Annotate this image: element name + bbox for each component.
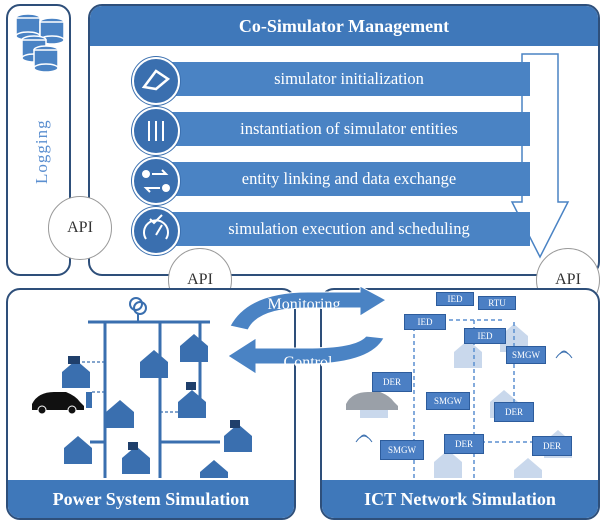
database-icon <box>15 13 65 73</box>
ict-device-der-4: DER <box>532 436 572 456</box>
ict-device-rtu: RTU <box>478 296 516 310</box>
monitoring-label: Monitoring <box>267 296 341 313</box>
control-arrow <box>227 335 385 375</box>
linking-icon <box>132 157 180 205</box>
management-title: Co-Simulator Management <box>90 6 598 46</box>
scheduling-icon <box>132 207 180 255</box>
entities-icon <box>132 107 180 155</box>
monitoring-arrow <box>229 286 388 331</box>
initialization-icon <box>132 57 180 105</box>
ict-device-smgw-3: SMGW <box>380 440 424 460</box>
ict-device-der-1: DER <box>372 372 412 392</box>
ict-title: ICT Network Simulation <box>322 480 598 518</box>
step-linking: entity linking and data exchange <box>168 162 530 196</box>
ict-device-ied-1: IED <box>436 292 474 306</box>
power-title: Power System Simulation <box>8 480 294 518</box>
api-logging: API <box>48 196 112 260</box>
ict-device-smgw-2: SMGW <box>426 392 470 410</box>
ict-device-ied-3: IED <box>464 328 506 344</box>
power-grid-illustration <box>32 297 252 478</box>
logging-panel: Logging <box>6 4 71 276</box>
ict-device-ied-2: IED <box>404 314 446 330</box>
step-initialization: simulator initialization <box>168 62 530 96</box>
ict-device-der-3: DER <box>444 434 484 454</box>
step-scheduling: simulation execution and scheduling <box>168 212 530 246</box>
step-instantiation: instantiation of simulator entities <box>168 112 530 146</box>
ict-device-der-2: DER <box>494 402 534 422</box>
ict-device-smgw-1: SMGW <box>506 346 546 364</box>
process-arrow <box>510 53 570 259</box>
control-label: Control <box>283 354 333 371</box>
logging-label: Logging <box>32 119 51 184</box>
